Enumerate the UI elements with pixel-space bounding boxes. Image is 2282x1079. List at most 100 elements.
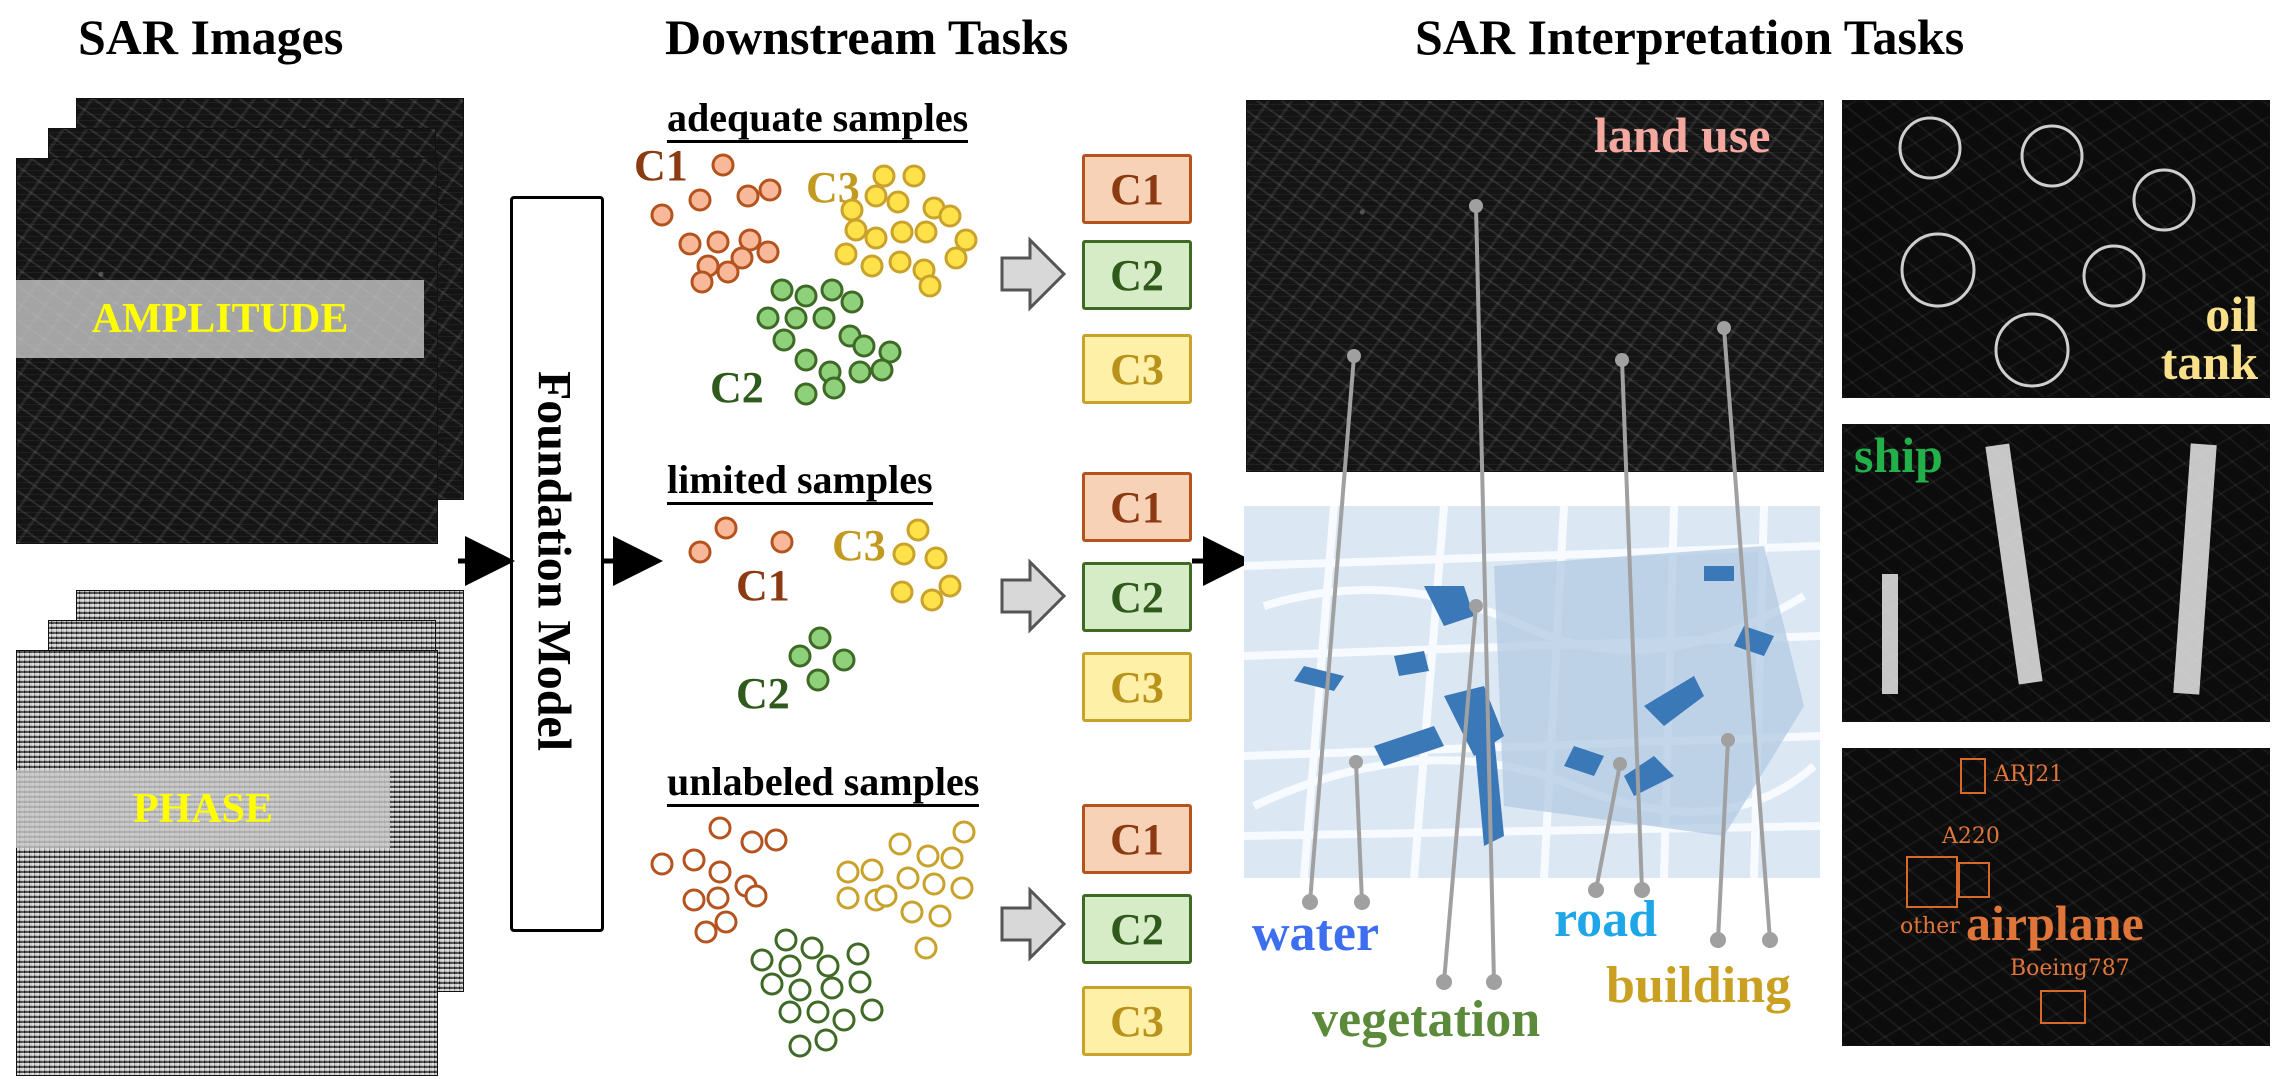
- sample-dot-c3: [918, 274, 942, 298]
- sample-dot-c2: [860, 998, 884, 1022]
- sample-dot-c3: [916, 844, 940, 868]
- sample-dot-c1: [708, 816, 732, 840]
- oil-tank-sar-image: [1842, 100, 2270, 398]
- land-use-map: [1244, 506, 1820, 878]
- other-label: other: [1900, 914, 1960, 939]
- sample-dot-c2: [788, 644, 812, 668]
- sample-dot-c2: [800, 936, 824, 960]
- sample-dot-c3: [896, 866, 920, 890]
- sample-dot-c3: [892, 542, 916, 566]
- sample-dot-c3: [888, 250, 912, 274]
- sample-dot-c2: [852, 334, 876, 358]
- gray-arrow-limited: [1000, 558, 1067, 634]
- header-sar-images: SAR Images: [78, 9, 344, 65]
- bbox-a220: [1958, 862, 1990, 898]
- sample-dot-c2: [778, 954, 802, 978]
- water-label: water: [1252, 905, 1380, 962]
- sample-dot-c2: [788, 978, 812, 1002]
- sample-dot-c3: [890, 220, 914, 244]
- sample-dot-c1: [694, 920, 718, 944]
- sample-dot-c1: [730, 246, 754, 270]
- airplane-label: airplane: [1966, 895, 2144, 951]
- sample-dot-c2: [870, 358, 894, 382]
- bbox-arj21: [1960, 758, 1986, 794]
- sample-dot-c2: [848, 970, 872, 994]
- sample-dot-c1: [758, 178, 782, 202]
- road-label: road: [1554, 891, 1658, 948]
- oil-tank-shapes: [1898, 116, 2196, 388]
- sample-dot-c3: [940, 846, 964, 870]
- sample-dot-c2: [750, 948, 774, 972]
- sample-dot-c1: [650, 203, 674, 227]
- sample-dot-c3: [902, 164, 926, 188]
- sample-dot-c3: [834, 242, 858, 266]
- limited-samples-title: limited samples: [667, 458, 933, 505]
- sample-dot-c3: [924, 546, 948, 570]
- sample-dot-c3: [888, 832, 912, 856]
- sample-dot-c3: [874, 884, 898, 908]
- ship-shapes: [1882, 443, 2217, 695]
- class-box-c1-adequate: C1: [1082, 154, 1192, 224]
- sample-dot-c1: [650, 852, 674, 876]
- sample-dot-c2: [806, 668, 830, 692]
- sample-dot-c3: [914, 220, 938, 244]
- gray-arrow-adequate: [1000, 236, 1067, 312]
- sample-dot-c3: [900, 900, 924, 924]
- sample-dot-c2: [820, 278, 844, 302]
- sample-dot-c2: [770, 278, 794, 302]
- header-downstream-tasks: Downstream Tasks: [665, 9, 1069, 65]
- sample-dot-c2: [794, 284, 818, 308]
- sample-dot-c2: [760, 972, 784, 996]
- arj21-label: ARJ21: [1994, 762, 2064, 787]
- cluster-label-c2-limited: C2: [736, 669, 790, 718]
- sample-dot-c3: [836, 860, 860, 884]
- sample-dot-c2: [808, 626, 832, 650]
- class-box-c3-limited: C3: [1082, 652, 1192, 722]
- phase-label: PHASE: [16, 770, 390, 848]
- sample-dot-c1: [716, 260, 740, 284]
- sample-dot-c1: [682, 848, 706, 872]
- sample-dot-c2: [832, 648, 856, 672]
- sample-dot-c3: [860, 858, 884, 882]
- sample-dot-c1: [688, 540, 712, 564]
- sample-dot-c3: [952, 820, 976, 844]
- cluster-label-c3-limited: C3: [832, 521, 886, 570]
- header-interpretation-tasks: SAR Interpretation Tasks: [1415, 9, 1965, 65]
- sample-dot-c2: [840, 290, 864, 314]
- class-box-c3-adequate: C3: [1082, 334, 1192, 404]
- unlabeled-samples-title: unlabeled samples: [667, 760, 980, 807]
- class-box-c2-adequate: C2: [1082, 240, 1192, 310]
- sample-dot-c1: [688, 188, 712, 212]
- bbox-other: [1906, 856, 1958, 908]
- class-box-c3-unlabeled: C3: [1082, 986, 1192, 1056]
- sample-dot-c2: [832, 1008, 856, 1032]
- sample-dot-c1: [756, 240, 780, 264]
- sample-dot-c3: [864, 184, 888, 208]
- sample-dot-c3: [944, 246, 968, 270]
- boeing787-label: Boeing787: [2010, 956, 2130, 981]
- sample-dot-c3: [938, 204, 962, 228]
- sample-dot-c2: [772, 328, 796, 352]
- airplane-sar-image: [1842, 748, 2270, 1046]
- sample-dot-c3: [938, 574, 962, 598]
- sample-dot-c2: [784, 306, 808, 330]
- sample-dot-c1: [714, 516, 738, 540]
- sample-dot-c1: [744, 884, 768, 908]
- sample-dot-c1: [708, 860, 732, 884]
- phase-image-front: [16, 650, 438, 1076]
- sample-dot-c2: [774, 928, 798, 952]
- amplitude-label: AMPLITUDE: [16, 280, 424, 358]
- sample-dot-c2: [756, 306, 780, 330]
- sample-dot-c1: [714, 910, 738, 934]
- sample-dot-c1: [706, 886, 730, 910]
- sample-dot-c1: [678, 232, 702, 256]
- cluster-label-c1-limited: C1: [736, 561, 790, 610]
- sample-dot-c3: [906, 518, 930, 542]
- sample-dot-c2: [788, 1034, 812, 1058]
- gray-arrow-unlabeled: [1000, 886, 1067, 962]
- class-box-c1-limited: C1: [1082, 472, 1192, 542]
- sample-dot-c2: [820, 976, 844, 1000]
